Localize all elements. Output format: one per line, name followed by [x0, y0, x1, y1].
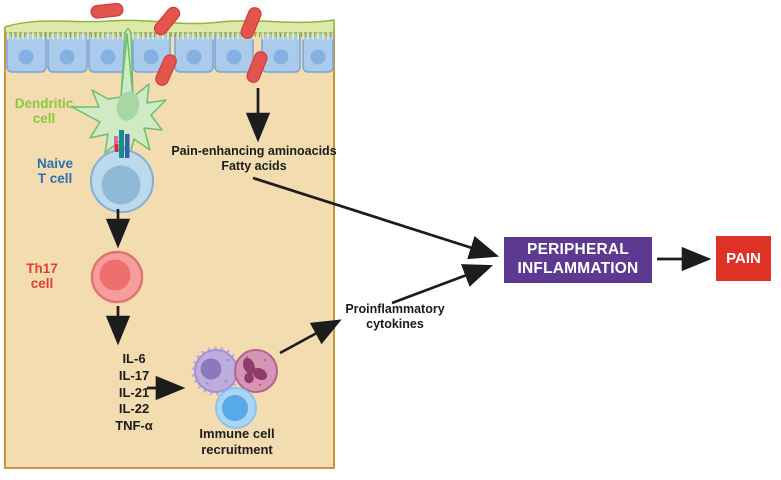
bacteria-group [90, 2, 268, 86]
pain-node: PAIN [716, 236, 771, 281]
arrow-aminoacids-to-inflammation [252, 176, 500, 260]
pain-enhancing-label-line1: Pain-enhancing aminoacids [171, 144, 337, 158]
immune-recruitment-label-line1: Immune cell [199, 426, 275, 441]
cytokine-item: IL-21 [118, 384, 150, 400]
immune-cell-cluster [191, 346, 278, 429]
bacterium [246, 51, 268, 83]
bacterium [153, 6, 181, 36]
proinflammatory-label-line1: Proinflammatory [345, 302, 445, 316]
proinflammatory-label-line2: cytokines [366, 317, 424, 331]
epithelial-nuclei [18, 49, 326, 65]
naive-t-cell-label-line1: Naive [36, 156, 74, 171]
th17-cell-label-line1: Th17 [26, 261, 58, 276]
monocyte-nucleus [200, 358, 222, 380]
immune-recruitment-label-line2: recruitment [201, 441, 273, 457]
peripheral-inflammation-line2: INFLAMMATION [517, 260, 639, 277]
bacterium [90, 2, 124, 19]
dendritic-cell-nucleus [116, 91, 140, 121]
pain-enhancing-label: Pain-enhancing aminoacids Fatty acids [163, 144, 345, 174]
naive-t-cell-label: Naive T cell [19, 156, 91, 187]
peripheral-inflammation-line1: PERIPHERAL [527, 241, 629, 259]
cytokine-list: IL-6 IL-17 IL-21 IL-22 TNF-α [99, 351, 169, 435]
th17-cell-label-line2: cell [30, 275, 54, 291]
pain-node-label: PAIN [726, 250, 761, 267]
dendritic-cell-label-line1: Dendritic [14, 96, 74, 111]
th17-cell-label: Th17 cell [6, 261, 78, 292]
naive-t-cell-nucleus [101, 165, 141, 205]
cytokine-item: IL-22 [118, 401, 150, 417]
cytokine-item: TNF-α [115, 418, 153, 434]
dendritic-cell-label-line2: cell [32, 110, 56, 126]
bacterium [240, 7, 262, 39]
tcr-mhc-receptor-complex [114, 130, 130, 158]
lymphocyte-nucleus [222, 395, 248, 421]
naive-t-cell-label-line2: T cell [37, 170, 73, 186]
immune-recruitment-label: Immune cell recruitment [177, 426, 297, 457]
neutrophil-nucleus [242, 357, 267, 384]
gut-tissue-panel [4, 28, 335, 469]
arrow-immune-cells-to-proinflammatory [279, 319, 342, 355]
bacterium [155, 54, 177, 86]
cytokine-item: IL-6 [122, 351, 146, 366]
peripheral-inflammation-node: PERIPHERAL INFLAMMATION [504, 237, 652, 283]
dendritic-cell-body [71, 33, 167, 159]
th17-cell-nucleus [99, 259, 131, 291]
dendritic-cell-label: Dendritic cell [8, 96, 80, 127]
arrow-proinflammatory-to-inflammation [391, 264, 494, 305]
cytokine-item: IL-17 [118, 367, 150, 383]
proinflammatory-label: Proinflammatory cytokines [333, 302, 457, 332]
pain-enhancing-label-line2: Fatty acids [221, 158, 287, 173]
